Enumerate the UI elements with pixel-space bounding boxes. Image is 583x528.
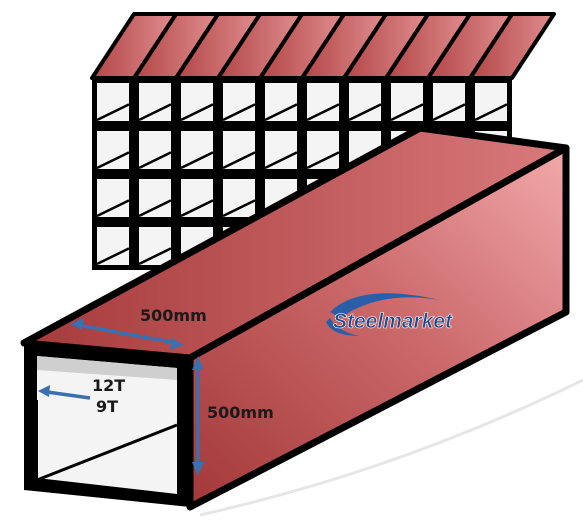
stack-tube-end	[92, 78, 134, 126]
stack-tube-end	[302, 78, 344, 126]
stack-tube-end	[176, 78, 218, 126]
stack-tube-end	[92, 174, 134, 222]
stack-tube-end	[218, 126, 260, 174]
stack-tube-end	[134, 174, 176, 222]
stack-tube-end	[134, 78, 176, 126]
stack-tube-end	[260, 78, 302, 126]
stack-tube-end	[428, 78, 470, 126]
main-tube-cavity	[37, 356, 177, 494]
stack-tube-end	[176, 174, 218, 222]
stack-tube-end	[92, 222, 134, 270]
height-label: 500mm	[207, 403, 274, 422]
width-label: 500mm	[140, 306, 207, 325]
stack-tube-end	[176, 126, 218, 174]
stack-tube-end	[218, 78, 260, 126]
steelmarket-logo: Steelmarket	[326, 293, 453, 336]
stack-tube-end	[302, 126, 344, 174]
stack-tube-end	[344, 78, 386, 126]
stack-tube-end	[134, 222, 176, 270]
stack-tube-end	[134, 126, 176, 174]
height-dimension-arrow	[192, 356, 204, 476]
main-tube	[20, 124, 583, 517]
brand-text: Steelmarket	[333, 310, 453, 333]
width-dimension-arrow	[70, 318, 184, 350]
thickness-label-outer: 12T	[92, 376, 125, 395]
stack-tube-end	[470, 78, 512, 126]
stack-tube-end	[218, 174, 260, 222]
stack-tube-end	[260, 126, 302, 174]
thickness-label-inner: 9T	[96, 397, 118, 416]
thickness-arrow	[38, 385, 91, 400]
stack-tube-end	[386, 78, 428, 126]
stack-tube-end	[92, 126, 134, 174]
